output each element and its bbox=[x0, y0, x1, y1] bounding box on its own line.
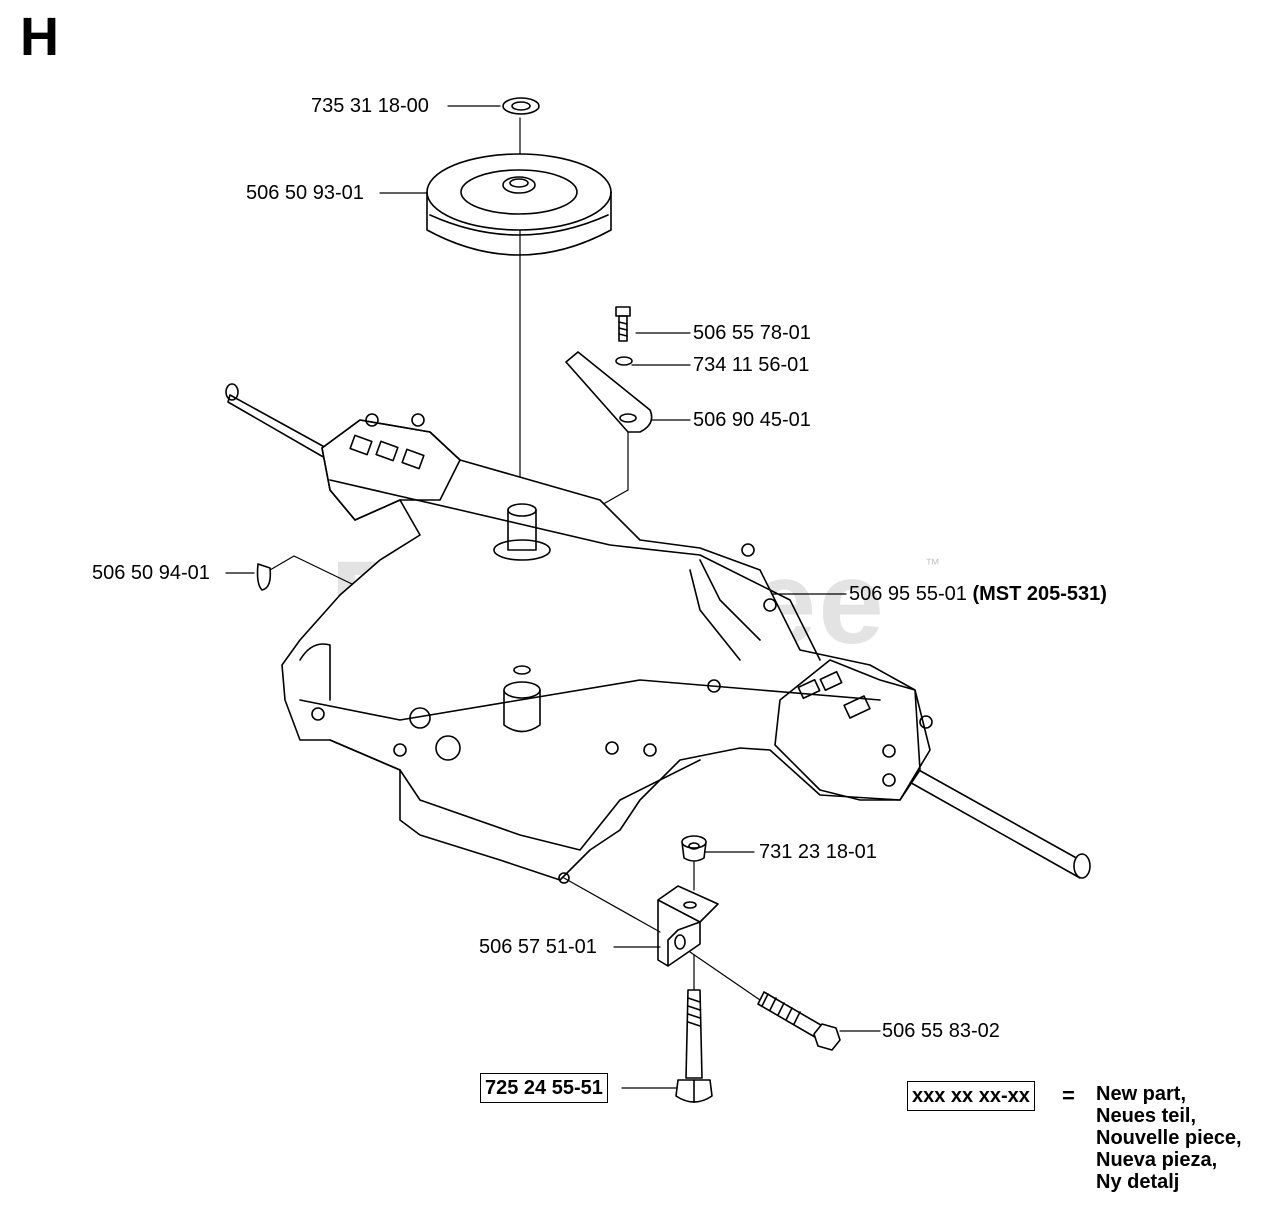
watermark-trademark: ™ bbox=[925, 556, 940, 573]
part-label-725245551-new[interactable]: 725 24 55-51 bbox=[480, 1073, 608, 1103]
part-label-506509301[interactable]: 506 50 93-01 bbox=[246, 182, 364, 204]
part-label-506558302[interactable]: 506 55 83-02 bbox=[882, 1020, 1000, 1042]
pulley-icon bbox=[426, 153, 612, 256]
part-label-731231801[interactable]: 731 23 18-01 bbox=[759, 841, 877, 863]
part-label-506955501[interactable]: 506 95 55-01 (MST 205-531) bbox=[849, 582, 1107, 606]
legend-line: Neues teil, bbox=[1096, 1105, 1197, 1127]
legend-line: Nueva pieza, bbox=[1096, 1149, 1218, 1171]
part-label-506575101[interactable]: 506 57 51-01 bbox=[479, 936, 597, 958]
part-label-506904501[interactable]: 506 90 45-01 bbox=[693, 409, 811, 431]
part-note: (MST 205-531) bbox=[972, 583, 1107, 605]
part-label-506509401[interactable]: 506 50 94-01 bbox=[92, 562, 210, 584]
nut-icon bbox=[681, 835, 707, 862]
legend-equals: = bbox=[1062, 1083, 1075, 1108]
part-label-735311800[interactable]: 735 31 18-00 bbox=[311, 95, 429, 117]
transaxle-housing-icon bbox=[225, 383, 1091, 884]
legend-text: New part, Neues teil, Nouvelle piece, Nu… bbox=[1096, 1083, 1242, 1193]
long-bolt-icon bbox=[675, 989, 713, 1103]
legend-line: New part, bbox=[1096, 1083, 1187, 1105]
bolt-icon bbox=[615, 306, 631, 342]
legend-line: Nouvelle piece, bbox=[1096, 1127, 1242, 1149]
adjuster-bolt-icon bbox=[757, 991, 841, 1051]
legend-pattern: xxx xx xx-xx bbox=[907, 1081, 1035, 1111]
legend-line: Ny detalj bbox=[1096, 1171, 1180, 1193]
part-label-734115601[interactable]: 734 11 56-01 bbox=[693, 354, 810, 376]
l-bracket-icon bbox=[657, 885, 719, 967]
part-number: 506 95 55-01 bbox=[849, 583, 967, 605]
washer-icon bbox=[615, 356, 633, 366]
part-label-506557801[interactable]: 506 55 78-01 bbox=[693, 322, 811, 344]
e-clip-icon bbox=[502, 97, 540, 115]
key-icon bbox=[256, 563, 272, 591]
leader-lines bbox=[225, 105, 881, 1089]
arm-bracket-icon bbox=[565, 351, 653, 433]
section-letter: H bbox=[20, 7, 59, 67]
